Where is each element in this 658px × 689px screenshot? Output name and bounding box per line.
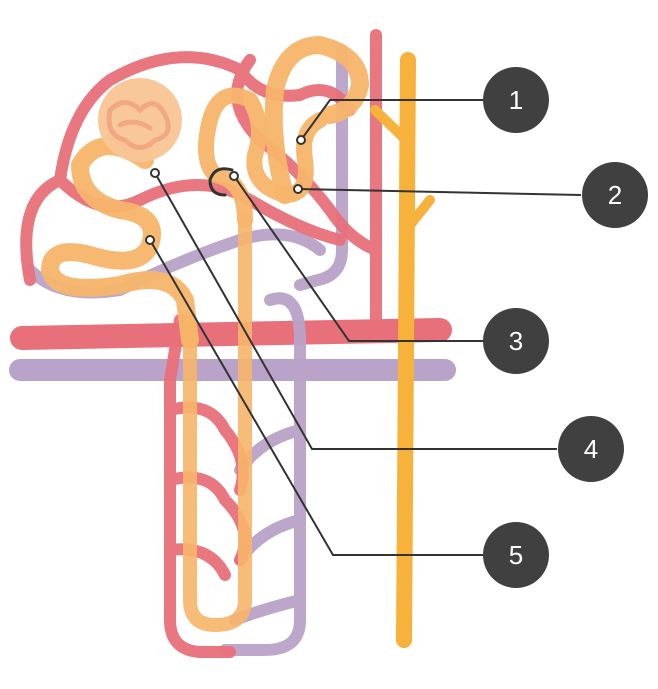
leader-dot-5 xyxy=(145,235,155,245)
callout-number: 5 xyxy=(509,540,523,570)
callout-3: 3 xyxy=(483,308,549,374)
interlobar-artery xyxy=(10,318,452,350)
loop-of-henle xyxy=(183,213,252,632)
collecting-duct-main xyxy=(396,52,416,648)
leader-dots xyxy=(145,135,306,245)
horizontal-vessels xyxy=(9,318,456,381)
callout-number: 1 xyxy=(509,85,523,115)
callout-circle xyxy=(483,522,549,588)
vasa-recta-vein xyxy=(219,292,306,656)
leader-line-2 xyxy=(297,188,582,196)
renal-tubule xyxy=(41,36,369,632)
collecting-duct-branch-top xyxy=(370,105,411,145)
macula-densa-loop xyxy=(208,167,234,197)
callout-circle xyxy=(582,162,648,228)
callout-circle xyxy=(483,308,549,374)
proximal-convoluted-tubule xyxy=(41,137,199,349)
leader-dot-2 xyxy=(293,184,303,194)
callouts: 1 2 3 4 5 xyxy=(483,67,648,588)
callout-number: 2 xyxy=(608,180,622,210)
callout-1: 1 xyxy=(483,67,549,133)
leader-dot-4 xyxy=(150,168,160,178)
vasa-recta-artery-mesh xyxy=(164,401,251,581)
efferent-loop xyxy=(20,51,356,286)
leader-line-4 xyxy=(154,172,557,450)
vasa-recta-artery xyxy=(164,314,236,658)
leader-dot-3 xyxy=(229,171,239,181)
callout-2: 2 xyxy=(582,162,648,228)
callout-5: 5 xyxy=(483,522,549,588)
collecting-duct xyxy=(370,52,435,648)
bowmans-capsule xyxy=(98,78,182,162)
callout-number: 3 xyxy=(509,326,523,356)
connecting-tubule xyxy=(264,36,369,204)
callout-4: 4 xyxy=(558,416,624,482)
distal-convoluted-tubule xyxy=(198,87,328,228)
callout-circle xyxy=(483,67,549,133)
leader-line-1 xyxy=(300,99,486,141)
leader-dot-1 xyxy=(296,135,306,145)
callout-circle xyxy=(558,416,624,482)
leader-line-3 xyxy=(233,175,486,342)
vein-vertical-right xyxy=(294,44,348,291)
leader-line-5 xyxy=(149,239,483,556)
leader-lines xyxy=(149,99,582,556)
glomerular-capillary-tuft xyxy=(106,100,171,150)
collecting-duct-branch-mid xyxy=(401,195,435,235)
callout-number: 4 xyxy=(584,434,598,464)
glomerulus xyxy=(98,78,182,162)
